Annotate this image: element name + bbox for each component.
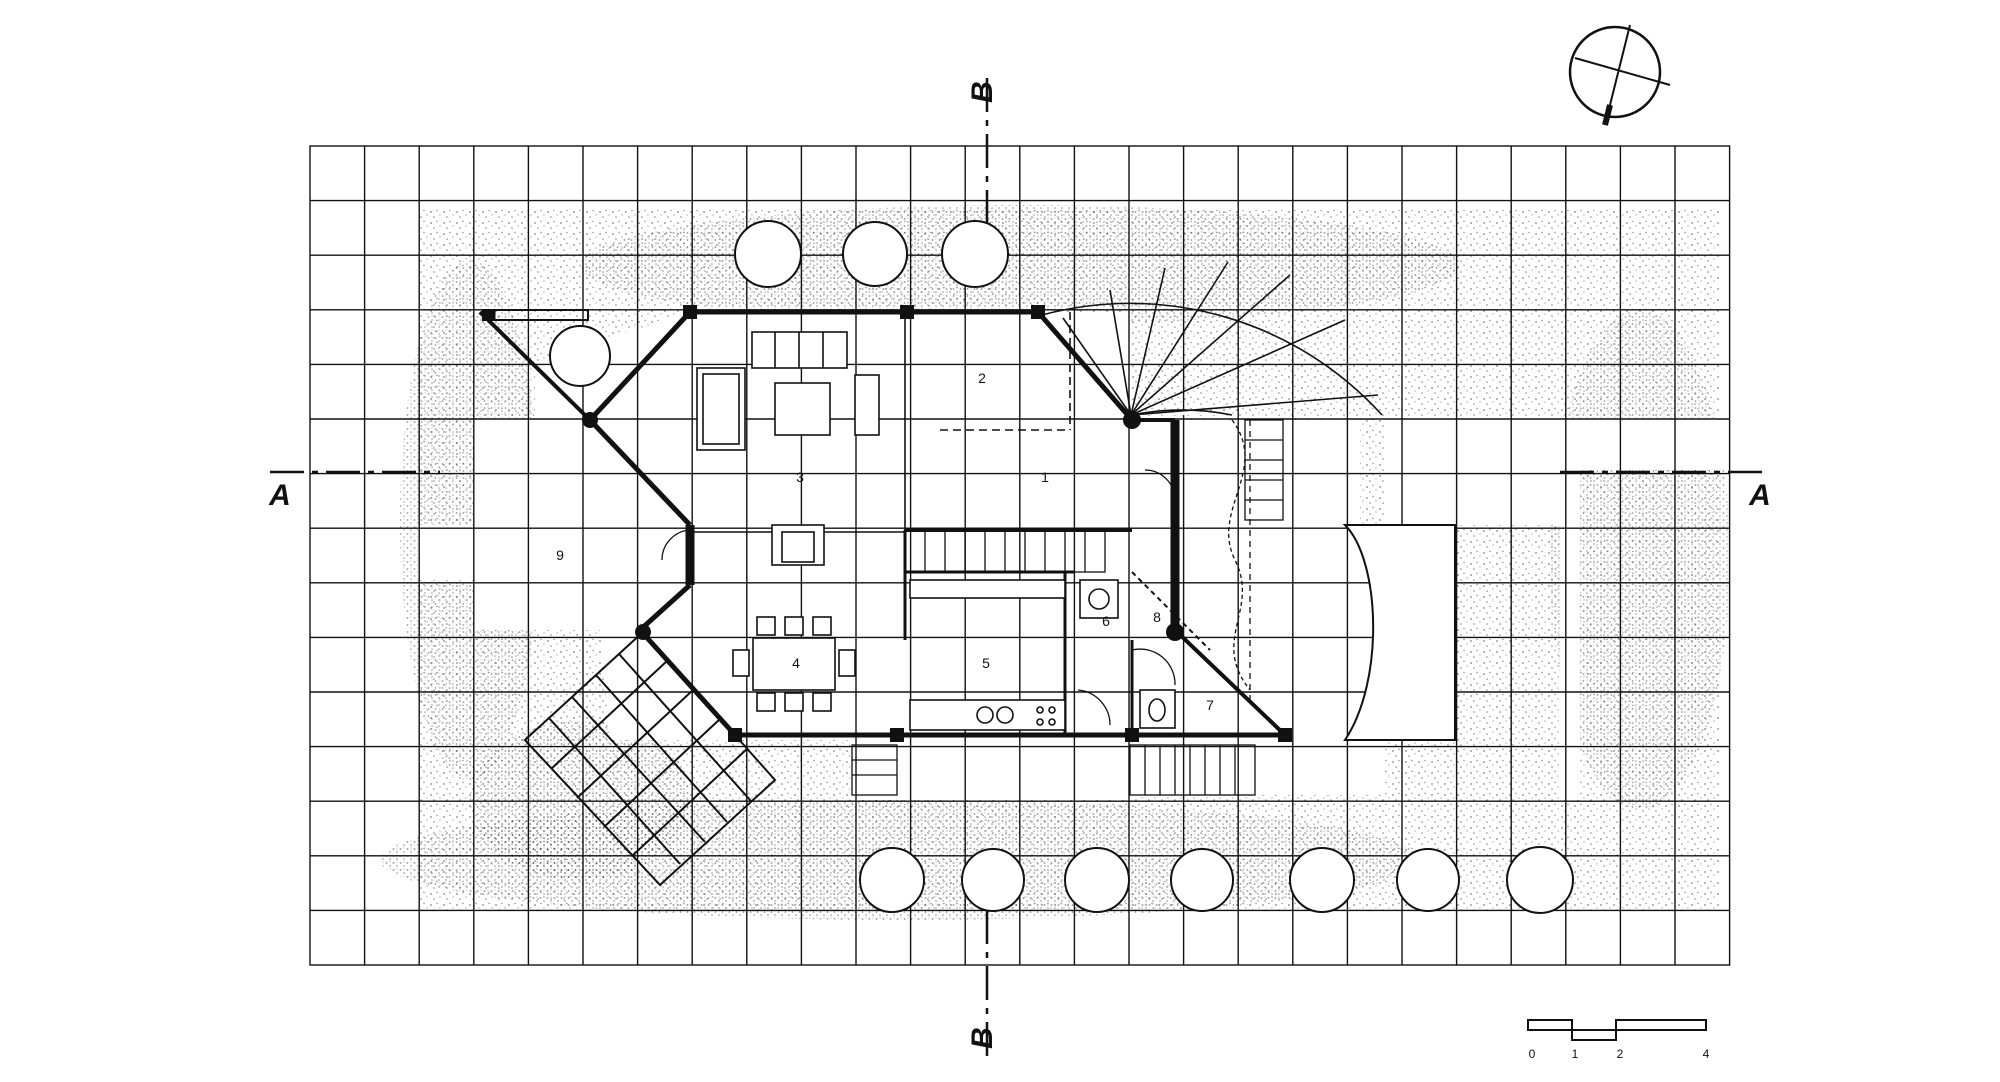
scale-labels: 0 1 2 4 [1529, 1047, 1710, 1061]
room-label-9: 9 [556, 547, 564, 563]
room-label-2: 2 [978, 370, 986, 386]
section-label-b-bottom: B [966, 1027, 999, 1049]
room-label-1: 1 [1041, 469, 1049, 485]
tree-circle [1289, 847, 1355, 913]
tree-circle [1170, 848, 1234, 912]
kitchen-counters [909, 579, 1176, 731]
curved-stair [1041, 261, 1383, 416]
room-label-4: 4 [792, 655, 800, 671]
section-label-a-left: A [268, 479, 291, 512]
tree-circle [734, 220, 802, 288]
tree-circle [549, 325, 611, 387]
dining-furniture [732, 616, 856, 712]
building-walls [478, 309, 1287, 738]
tree-circle [961, 848, 1025, 912]
living-furniture [696, 331, 880, 566]
scale-bar [1527, 1019, 1707, 1041]
tree-circle [1396, 848, 1460, 912]
section-label-b-top: B [966, 81, 999, 103]
tree-circle [1506, 846, 1574, 914]
pergola-grid [523, 630, 777, 887]
east-planter [1342, 524, 1456, 741]
room-label-3: 3 [796, 469, 804, 485]
room-label-6: 6 [1102, 613, 1110, 629]
tree-circle [1064, 847, 1130, 913]
site-grid [309, 145, 1731, 966]
room-label-8: 8 [1153, 609, 1161, 625]
scale-tick-0: 0 [1529, 1047, 1536, 1061]
room-label-7: 7 [1206, 697, 1214, 713]
tree-circle [859, 847, 925, 913]
section-lines [270, 78, 1770, 1060]
room-label-5: 5 [982, 655, 990, 671]
section-markers: A A B B [268, 81, 1771, 1049]
scale-tick-4: 4 [1703, 1047, 1710, 1061]
tree-circle [941, 220, 1009, 288]
door-swings [661, 469, 1176, 726]
scale-tick-1: 1 [1572, 1047, 1579, 1061]
tree-circle [842, 221, 908, 287]
scale-tick-2: 2 [1617, 1047, 1624, 1061]
north-arrow-icon [1568, 24, 1671, 126]
stairs [851, 419, 1284, 796]
section-label-a-right: A [1748, 479, 1771, 512]
room-labels: 1 2 3 4 5 6 7 8 9 [556, 370, 1214, 713]
